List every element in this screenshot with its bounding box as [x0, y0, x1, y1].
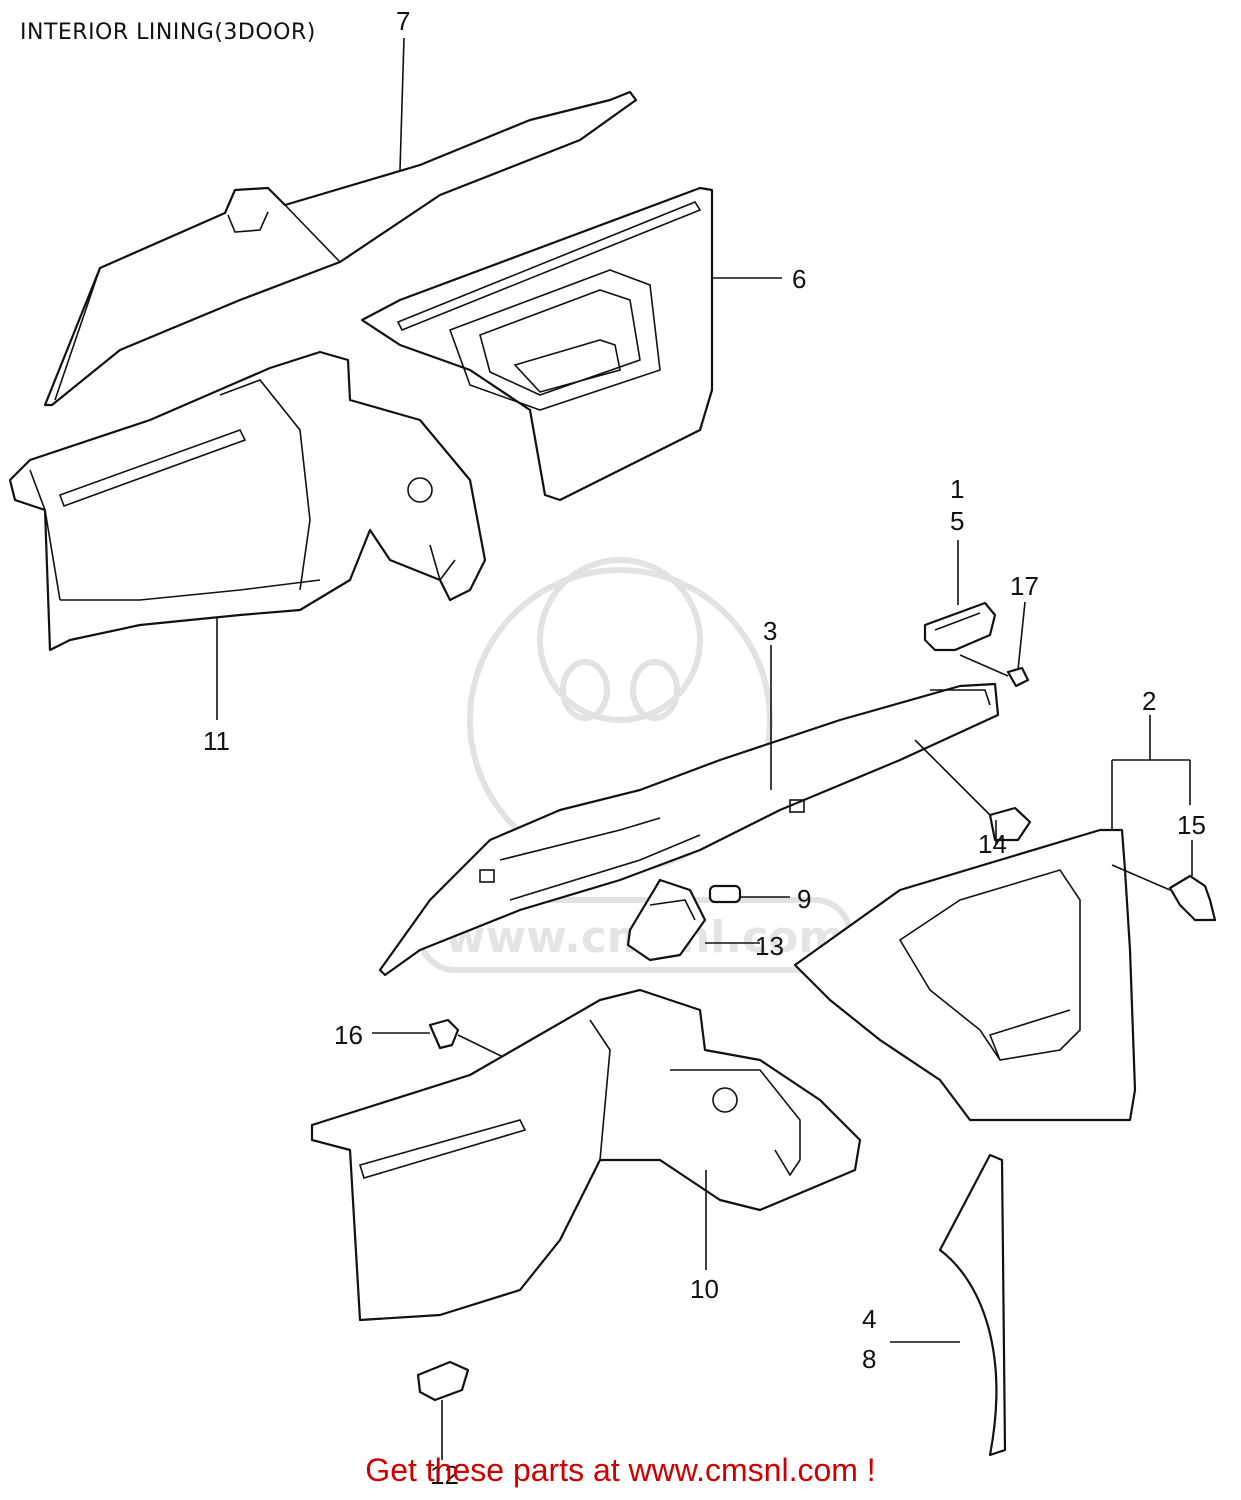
callout-11: 11	[203, 726, 230, 756]
callout-7: 7	[396, 6, 410, 36]
part-4-8-cover-panel[interactable]	[938, 1153, 1007, 1457]
part-11-rear-side-lining[interactable]	[8, 350, 487, 652]
callout-3: 3	[763, 616, 777, 646]
leader-lines	[216, 37, 1193, 1460]
callout-5: 5	[950, 506, 964, 536]
callout-16: 16	[334, 1020, 363, 1050]
callout-9: 9	[797, 884, 811, 914]
callout-15: 15	[1177, 810, 1206, 840]
diagram-title: INTERIOR LINING(3DOOR)	[20, 20, 316, 45]
part-2-side-pocket-trim[interactable]	[793, 828, 1137, 1122]
part-12-grommet[interactable]	[416, 1360, 470, 1402]
callout-10: 10	[690, 1274, 719, 1304]
callout-1: 1	[950, 474, 964, 504]
callout-17: 17	[1010, 571, 1039, 601]
part-10-front-side-lining[interactable]	[310, 988, 862, 1322]
part-16-push-clip[interactable]	[428, 1018, 541, 1076]
callout-2: 2	[1142, 686, 1156, 716]
part-15-fastener[interactable]	[1111, 864, 1217, 922]
part-3-sill-trim[interactable]	[378, 682, 1000, 977]
callout-14: 14	[978, 829, 1007, 859]
callout-12: 12	[430, 1460, 459, 1490]
part-13-bracket[interactable]	[626, 878, 707, 962]
part-7-upper-trim[interactable]	[43, 90, 638, 407]
callout-4: 4	[862, 1304, 876, 1334]
callout-6: 6	[792, 264, 806, 294]
part-17-screw[interactable]	[959, 654, 1030, 688]
part-14-clip[interactable]	[914, 739, 1032, 842]
part-9-cap[interactable]	[708, 884, 742, 904]
part-1-5-hook[interactable]	[923, 601, 997, 652]
part-6-quarter-panel[interactable]	[360, 186, 714, 502]
callout-13: 13	[755, 931, 784, 961]
footer-link-text[interactable]: Get these parts at www.cmsnl.com !	[365, 1452, 876, 1488]
callout-8: 8	[862, 1344, 876, 1374]
